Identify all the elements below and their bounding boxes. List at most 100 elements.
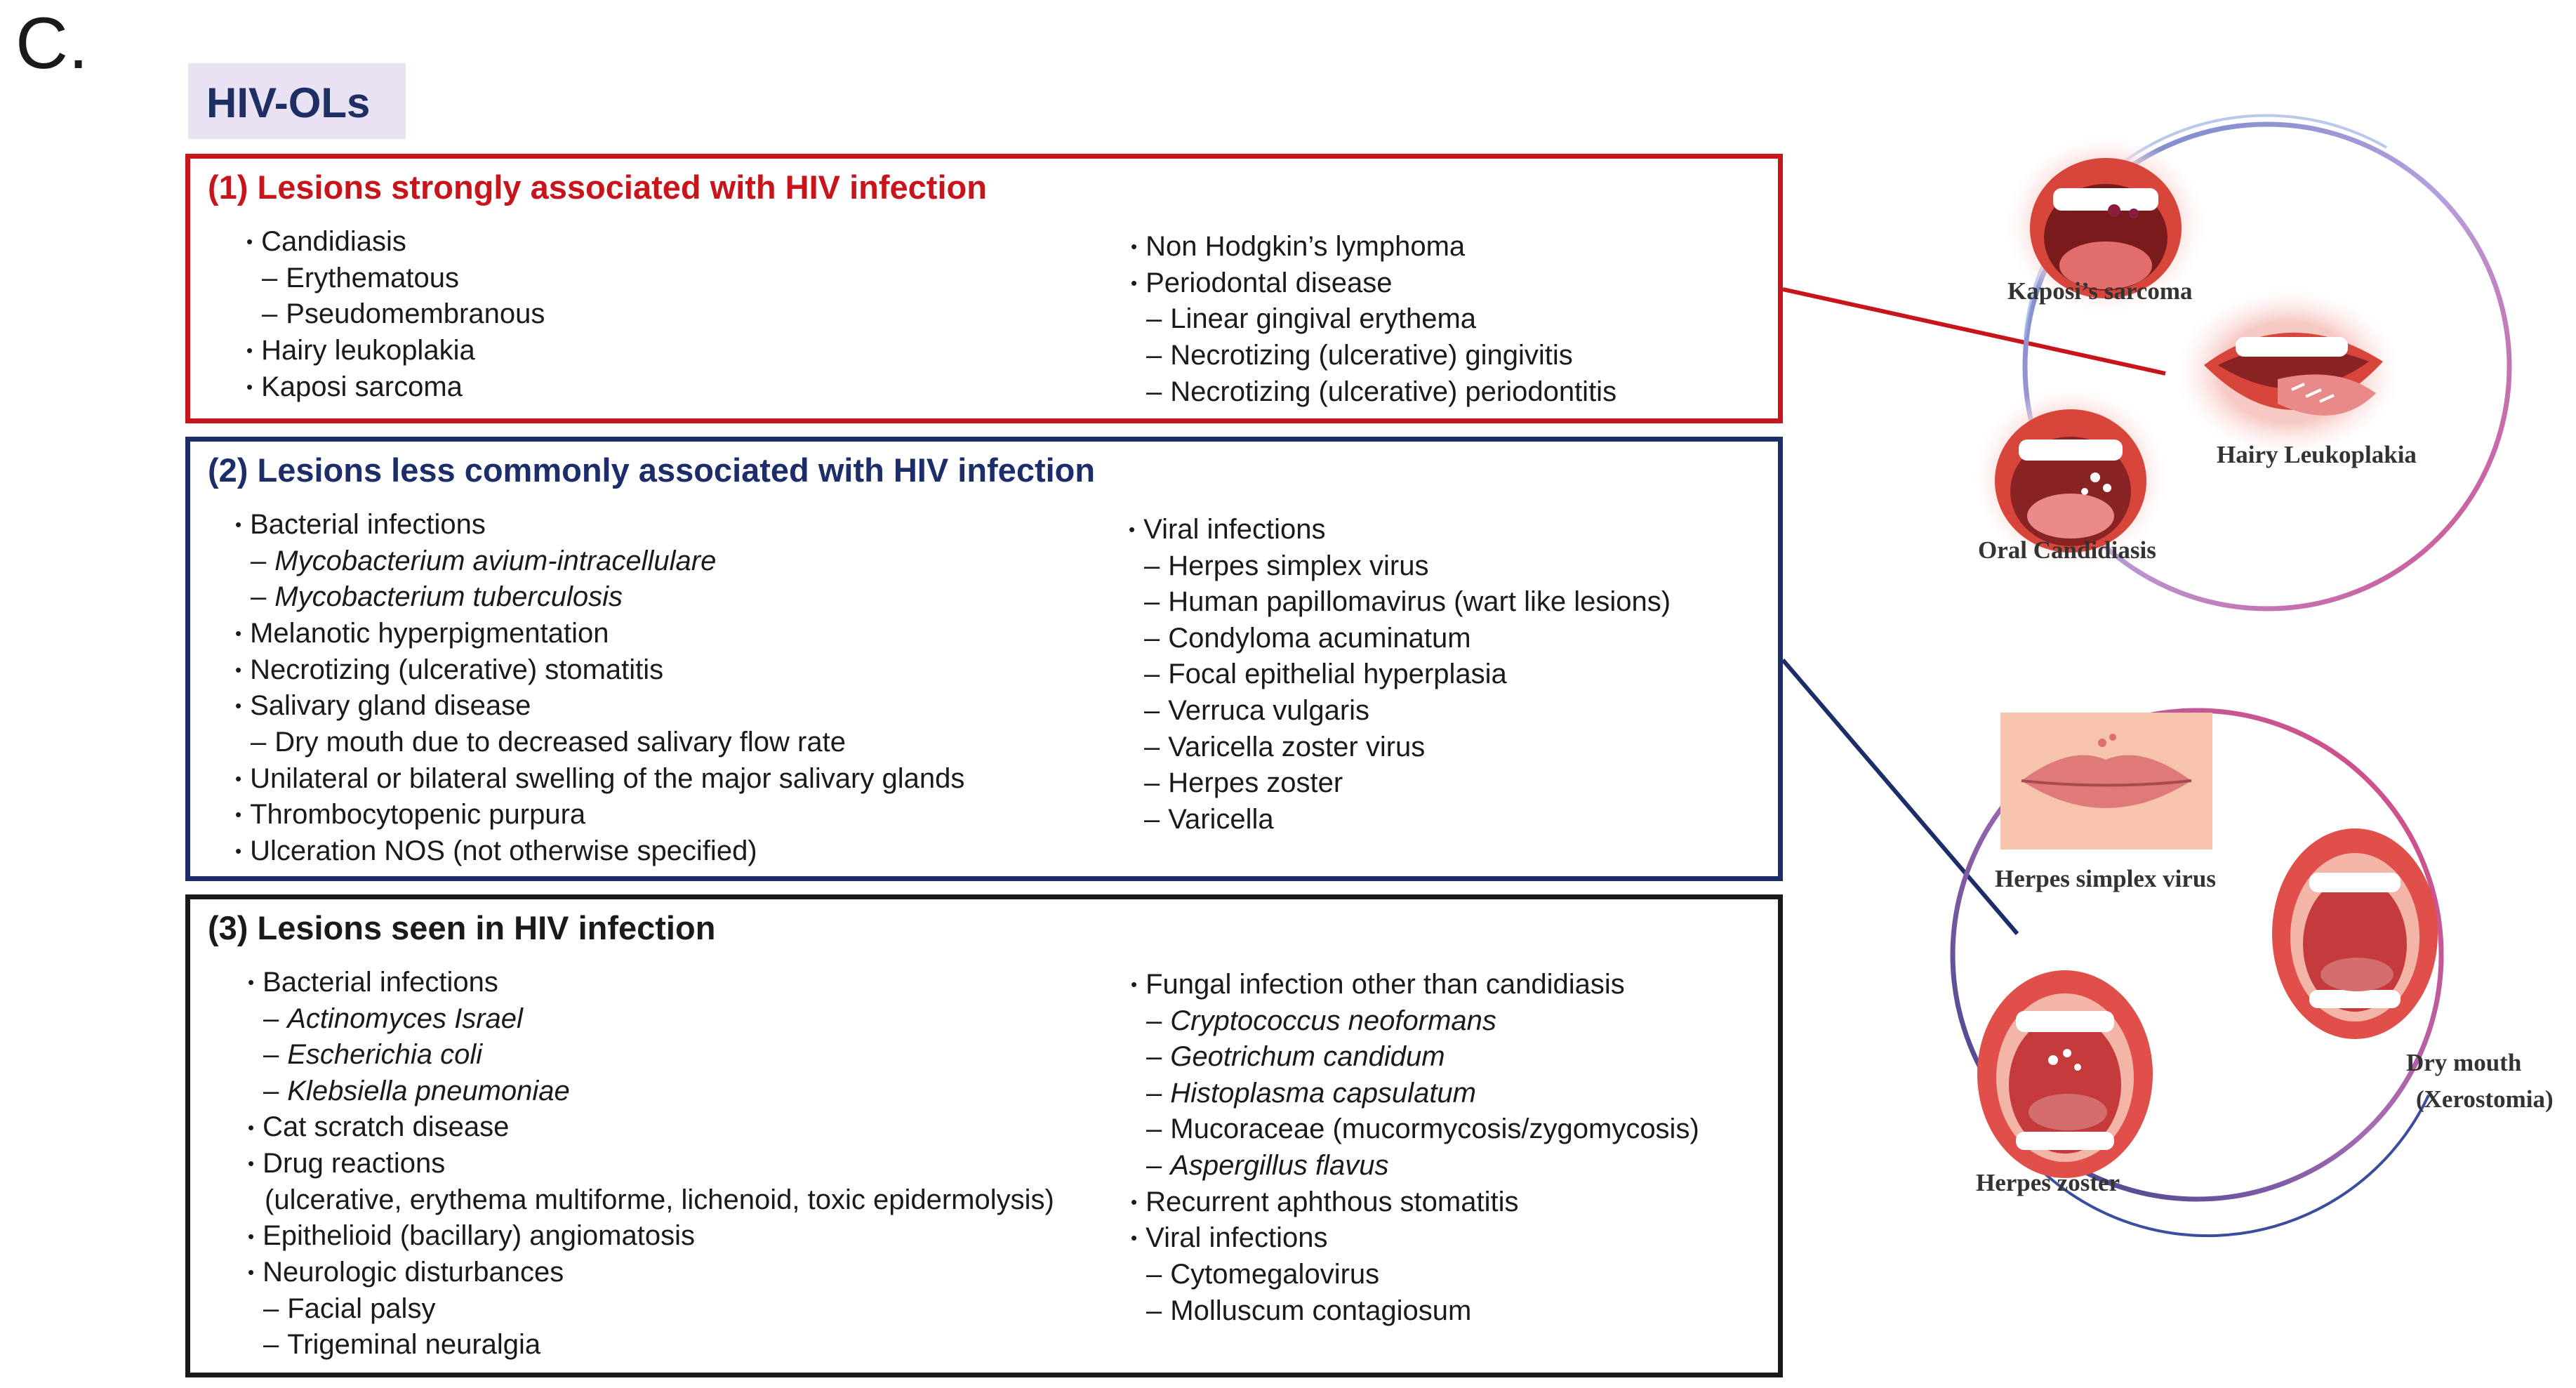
list-item: Unilateral or bilateral swelling of the …	[235, 761, 964, 798]
list-item-text: Histoplasma capsulatum	[1170, 1077, 1476, 1109]
list-item-text: Kaposi sarcoma	[261, 371, 463, 402]
oral-candidiasis-mouth-icon	[1974, 386, 2167, 569]
section-strongly-associated: (1) Lesions strongly associated with HIV…	[185, 154, 1783, 423]
list-item-text: Drug reactions	[263, 1148, 446, 1179]
list-item-text: Human papillomavirus (wart like lesions)	[1168, 586, 1671, 618]
list-item-text: Geotrichum candidum	[1170, 1041, 1445, 1073]
list-item-text: Necrotizing (ulcerative) stomatitis	[250, 654, 664, 685]
list-item-text: Viral infections	[1143, 514, 1326, 545]
list-item-text: Salivary gland disease	[250, 690, 531, 722]
list-item-text: Erythematous	[286, 262, 460, 293]
section-title: (3) Lesions seen in HIV infection	[208, 909, 716, 946]
list-item-text: Necrotizing (ulcerative) periodontitis	[1170, 376, 1617, 407]
list-item-text: Condyloma acuminatum	[1168, 622, 1471, 654]
section-less-commonly-associated: (2) Lesions less commonly associated wit…	[185, 437, 1783, 881]
list-subitem: Molluscum contagiosum	[1131, 1293, 1699, 1330]
list-subitem: Mycobacterium tuberculosis	[235, 579, 964, 616]
dry-mouth-icon	[2272, 828, 2438, 1039]
list-item-text: Neurologic disturbances	[263, 1257, 564, 1288]
list-item-text: Melanotic hyperpigmentation	[250, 617, 609, 649]
list-item-text: Escherichia coli	[287, 1039, 483, 1071]
list-item-text: Ulceration NOS (not otherwise specified)	[250, 835, 757, 866]
list-subitem: Mycobacterium avium-intracellulare	[235, 543, 964, 580]
list-item: Candidiasis	[246, 224, 545, 260]
section-title: (2) Lesions less commonly associated wit…	[208, 451, 1096, 489]
list-item: Ulceration NOS (not otherwise specified)	[235, 833, 964, 870]
list-item: Neurologic disturbances	[248, 1255, 1054, 1291]
list-subitem: Mucoraceae (mucormycosis/zygomycosis)	[1131, 1111, 1699, 1148]
list-item: Hairy leukoplakia	[246, 333, 545, 369]
list-item-text: Candidiasis	[261, 226, 406, 257]
list-item-text: Trigeminal neuralgia	[287, 1329, 541, 1361]
label-herpes-zoster: Herpes zoster	[1976, 1169, 2120, 1196]
herpes-zoster-mouth-icon	[1977, 970, 2153, 1178]
label-oral-candidiasis: Oral Candidiasis	[1978, 536, 2156, 564]
list-subitem: Verruca vulgaris	[1129, 693, 1671, 729]
section-left-column: Bacterial infectionsMycobacterium avium-…	[235, 507, 964, 870]
list-item-text: Hairy leukoplakia	[261, 334, 475, 366]
section-seen-in-hiv: (3) Lesions seen in HIV infection Bacter…	[185, 894, 1783, 1377]
list-item-text: Focal epithelial hyperplasia	[1168, 659, 1507, 690]
list-subitem: Histoplasma capsulatum	[1131, 1076, 1699, 1112]
list-item: Salivary gland disease	[235, 688, 964, 725]
label-herpes-simplex-virus: Herpes simplex virus	[1995, 865, 2216, 892]
panel-letter: C.	[15, 3, 88, 84]
list-item-text: Facial palsy	[287, 1293, 436, 1324]
list-subitem: Varicella	[1129, 802, 1671, 838]
list-item-text: Herpes zoster	[1168, 767, 1343, 799]
list-item: Bacterial infections	[248, 965, 1054, 1001]
list-subitem: Focal epithelial hyperplasia	[1129, 656, 1671, 693]
section-right-column: Non Hodgkin’s lymphomaPeriodontal diseas…	[1131, 229, 1616, 410]
list-item: Melanotic hyperpigmentation	[235, 616, 964, 652]
list-item-text: Herpes simplex virus	[1168, 550, 1429, 581]
list-item-text: Varicella zoster virus	[1168, 731, 1426, 762]
list-subitem: Herpes zoster	[1129, 765, 1671, 802]
list-item-text: Epithelioid (bacillary) angiomatosis	[263, 1220, 695, 1252]
list-item-text: Klebsiella pneumoniae	[287, 1075, 570, 1106]
section-right-column: Viral infectionsHerpes simplex virusHuma…	[1129, 512, 1671, 838]
connector-line-section1	[1782, 287, 2166, 376]
list-item-text: Necrotizing (ulcerative) gingivitis	[1170, 340, 1573, 371]
list-item-text: Linear gingival erythema	[1170, 303, 1477, 335]
section-right-column: Fungal infection other than candidiasisC…	[1131, 967, 1699, 1329]
list-subitem: Geotrichum candidum	[1131, 1039, 1699, 1076]
list-subitem: Klebsiella pneumoniae	[248, 1073, 1054, 1110]
list-subitem: Cytomegalovirus	[1131, 1257, 1699, 1293]
figure-title: HIV-OLs	[206, 79, 371, 126]
list-item-text: Actinomyces Israel	[287, 1003, 523, 1034]
list-item-text: Thrombocytopenic purpura	[250, 799, 586, 831]
list-item: Cat scratch disease	[248, 1109, 1054, 1146]
list-subitem: Herpes simplex virus	[1129, 548, 1671, 585]
label-xerostomia: (Xerostomia)	[2416, 1085, 2554, 1113]
list-item-text: Verruca vulgaris	[1168, 695, 1370, 727]
list-subitem: Linear gingival erythema	[1131, 301, 1616, 338]
list-item-text: Periodontal disease	[1146, 267, 1393, 298]
list-subitem: Trigeminal neuralgia	[248, 1327, 1054, 1363]
list-subitem: Dry mouth due to decreased salivary flow…	[235, 725, 964, 761]
list-item-text: Pseudomembranous	[286, 298, 545, 330]
list-subitem: Escherichia coli	[248, 1037, 1054, 1073]
list-subitem: Condyloma acuminatum	[1129, 621, 1671, 657]
list-item: Necrotizing (ulcerative) stomatitis	[235, 652, 964, 689]
list-item-text: Recurrent aphthous stomatitis	[1146, 1186, 1519, 1217]
section-title: (1) Lesions strongly associated with HIV…	[208, 168, 987, 206]
list-item-text: Fungal infection other than candidiasis	[1146, 969, 1625, 1000]
list-item-text: Cat scratch disease	[263, 1111, 510, 1143]
list-item-continuation: (ulcerative, erythema multiforme, lichen…	[248, 1182, 1054, 1219]
herpes-simplex-lips-icon	[2000, 713, 2212, 850]
list-subitem: Human papillomavirus (wart like lesions)	[1129, 584, 1671, 621]
list-item-text: Mycobacterium avium-intracellulare	[274, 545, 717, 576]
list-subitem: Necrotizing (ulcerative) periodontitis	[1131, 374, 1616, 411]
list-item: Fungal infection other than candidiasis	[1131, 967, 1699, 1003]
list-subitem: Necrotizing (ulcerative) gingivitis	[1131, 338, 1616, 374]
list-item: Viral infections	[1131, 1220, 1699, 1257]
list-subitem: Actinomyces Israel	[248, 1001, 1054, 1038]
list-item-text: Dry mouth due to decreased salivary flow…	[274, 727, 846, 758]
list-item-text: Bacterial infections	[263, 967, 498, 998]
list-item: Non Hodgkin’s lymphoma	[1131, 229, 1616, 265]
list-item-text: Bacterial infections	[250, 509, 486, 540]
list-item: Drug reactions	[248, 1146, 1054, 1182]
list-item: Recurrent aphthous stomatitis	[1131, 1184, 1699, 1221]
